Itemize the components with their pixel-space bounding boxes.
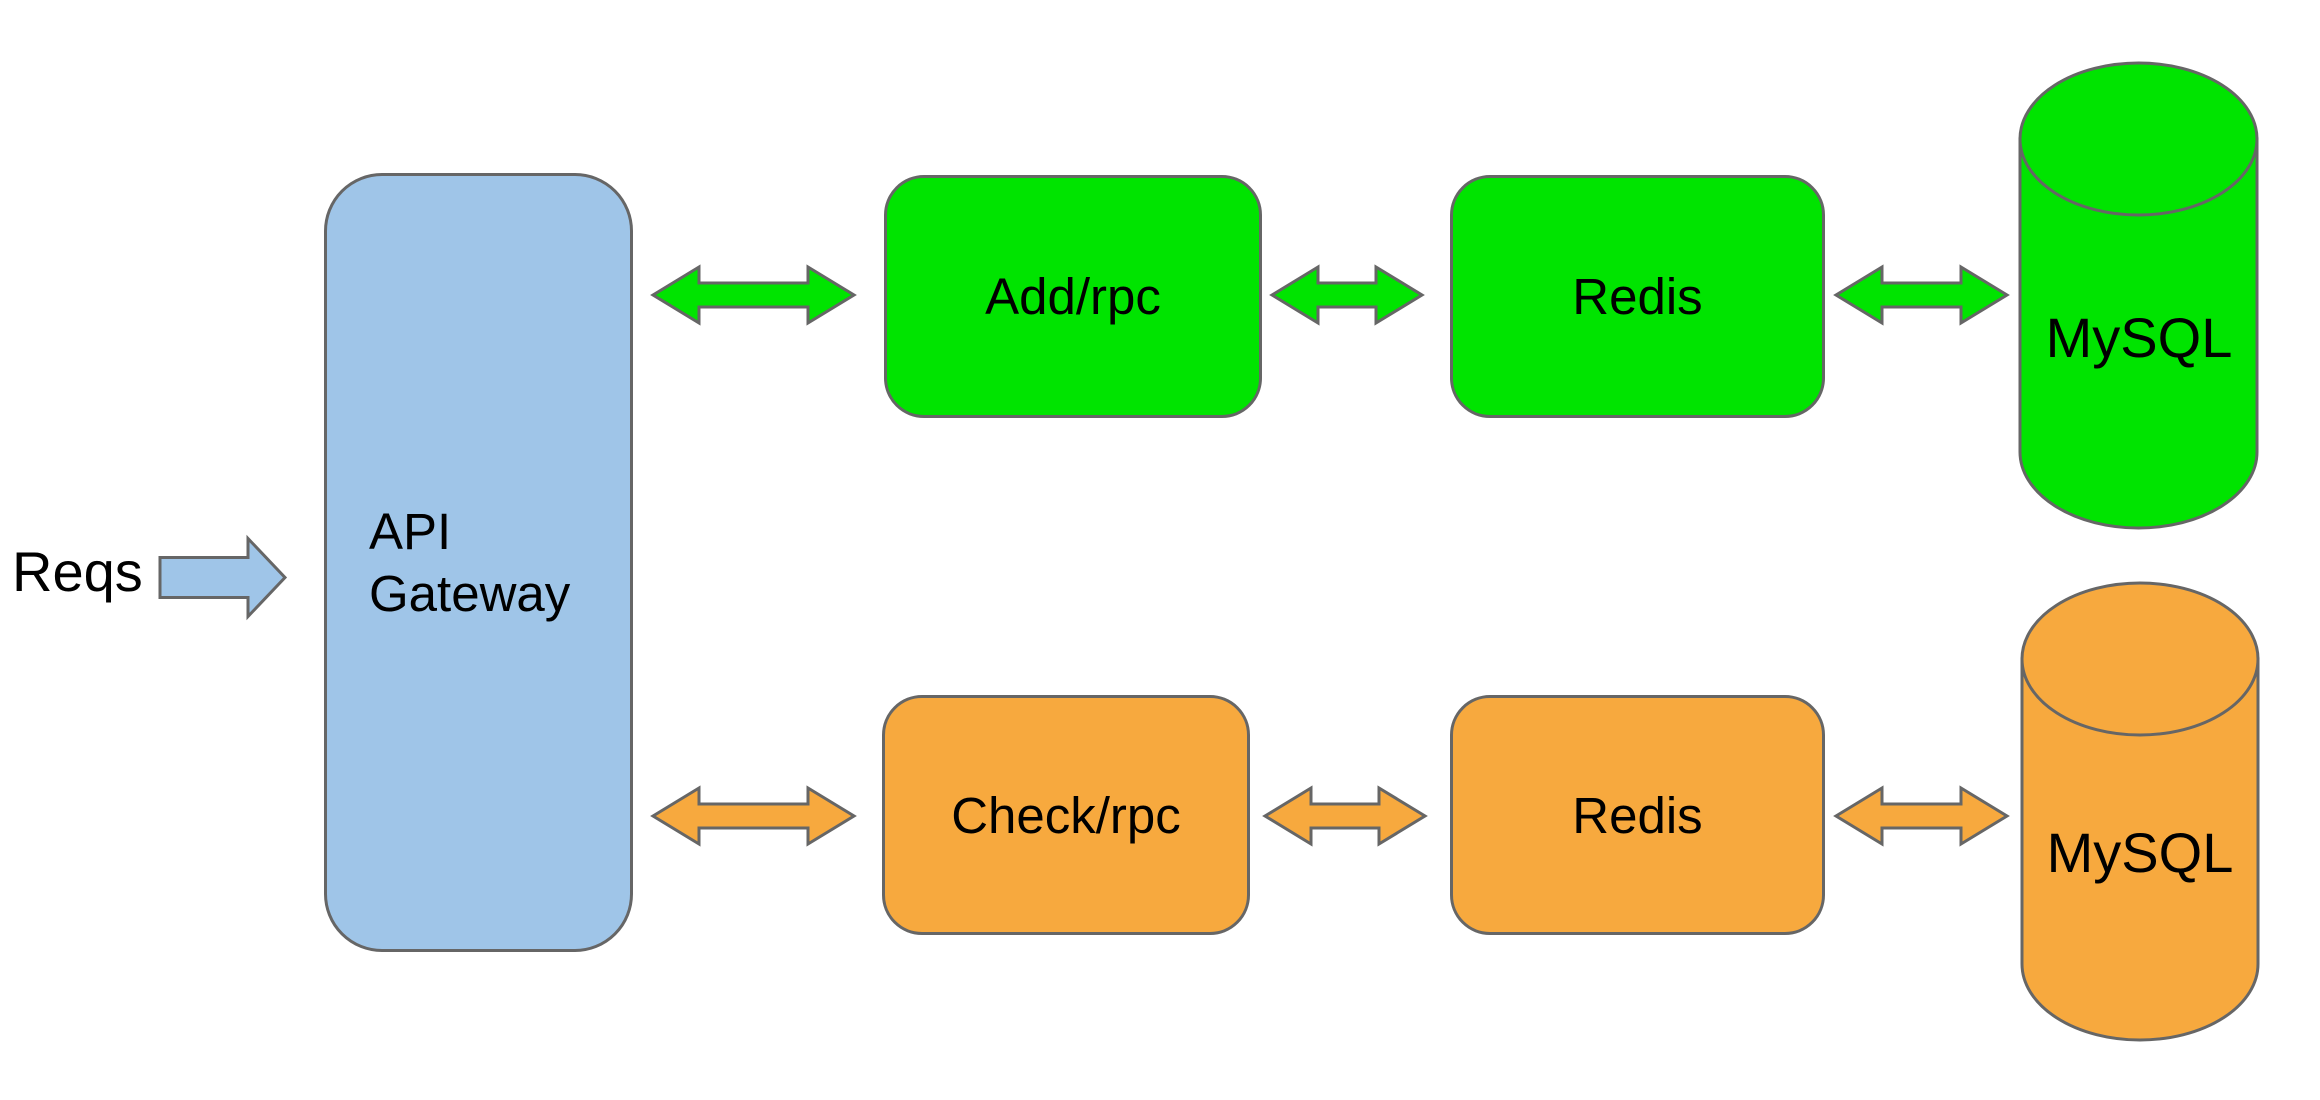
arrow-addrpc-to-redis — [1269, 264, 1425, 326]
api-gateway-label-line1: API — [369, 502, 452, 560]
mysql-check-cylinder — [2020, 581, 2260, 1042]
add-rpc-node: Add/rpc — [884, 175, 1262, 418]
api-gateway-label-line2: Gateway — [369, 564, 571, 622]
mysql-check-cylinder-body — [2020, 657, 2260, 1042]
arrow-redis-to-mysql-check — [1833, 785, 2010, 847]
check-rpc-node: Check/rpc — [882, 695, 1250, 935]
arrow-gateway-to-addrpc — [650, 264, 857, 326]
reqs-label: Reqs — [12, 540, 143, 603]
api-gateway-node: API Gateway — [324, 173, 633, 952]
add-rpc-label: Add/rpc — [985, 268, 1161, 325]
redis-add-node: Redis — [1450, 175, 1825, 418]
mysql-add-cylinder-body — [2018, 137, 2259, 530]
mysql-add-cylinder-top — [2018, 61, 2259, 217]
api-gateway-label: API Gateway — [369, 501, 570, 625]
mysql-check-label: MySQL — [2046, 821, 2234, 884]
redis-check-node: Redis — [1450, 695, 1825, 935]
arrow-checkrpc-to-redis — [1262, 785, 1428, 847]
mysql-add-cylinder — [2018, 61, 2259, 530]
reqs-arrow-icon — [158, 534, 288, 621]
redis-add-label: Redis — [1572, 268, 1703, 325]
redis-check-label: Redis — [1572, 786, 1703, 844]
arrow-gateway-to-checkrpc — [650, 785, 857, 847]
arrow-redis-to-mysql-add — [1833, 264, 2010, 326]
mysql-add-label: MySQL — [2045, 306, 2233, 369]
check-rpc-label: Check/rpc — [951, 786, 1181, 844]
mysql-check-cylinder-top — [2020, 581, 2260, 737]
